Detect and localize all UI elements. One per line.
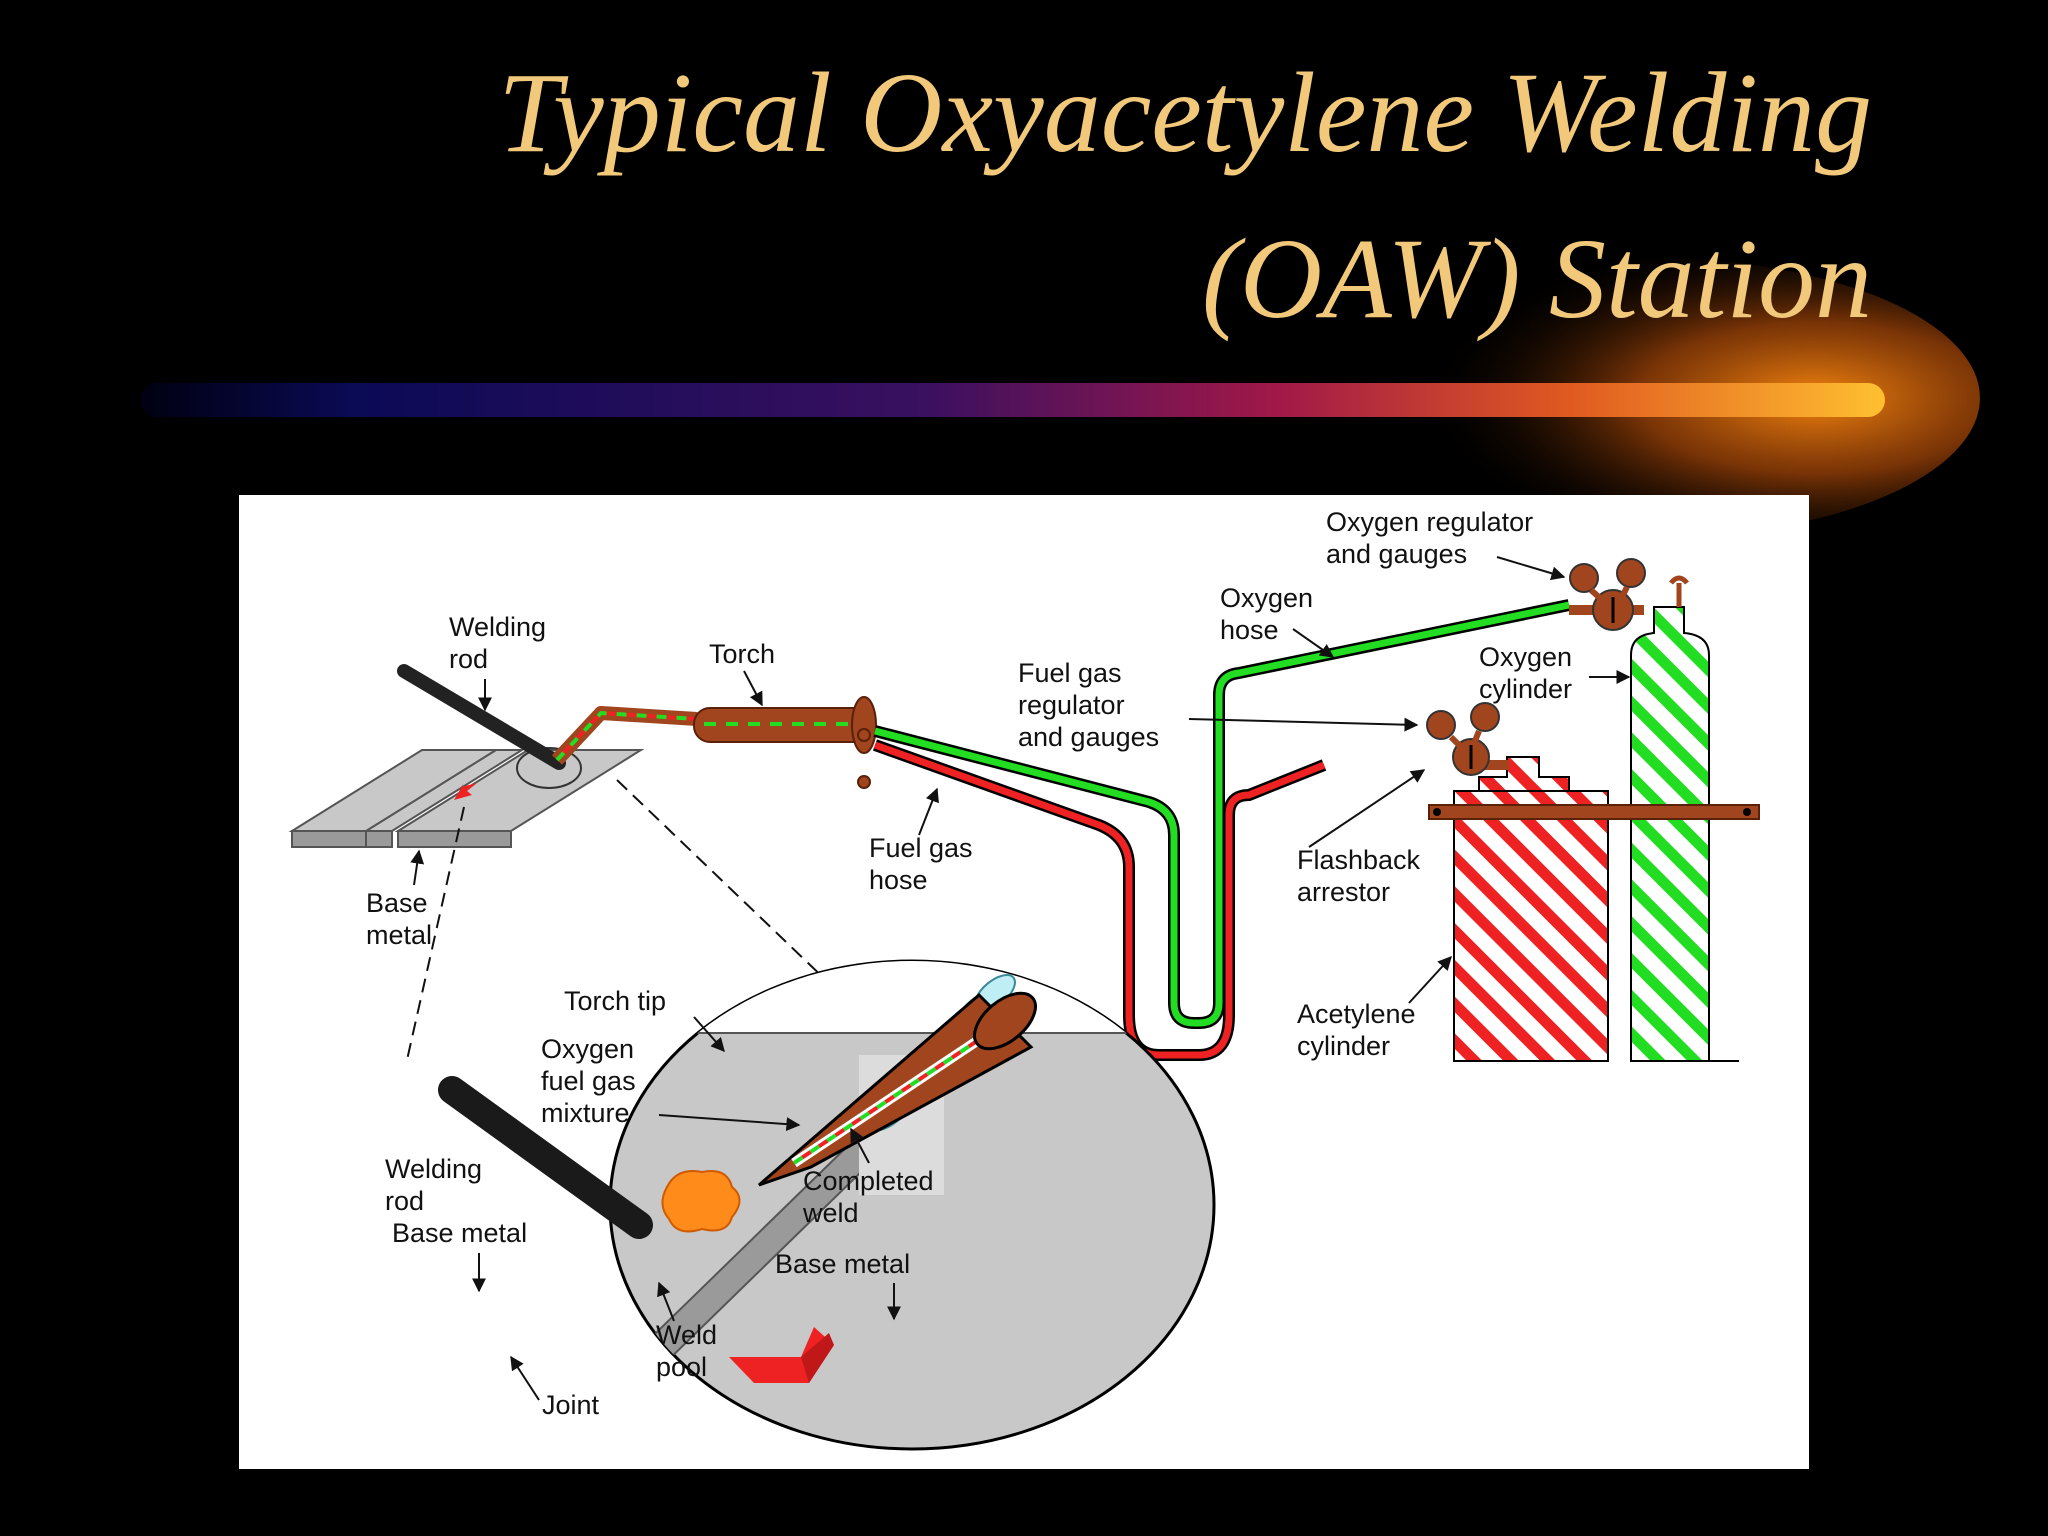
base-metal-plates [288, 749, 645, 848]
torch-tip [758, 991, 1037, 1187]
zoom-circle [516, 747, 582, 789]
oxygen-cylinder [1630, 606, 1739, 1062]
fuel-gas-regulator [1426, 702, 1509, 776]
weld-pool [661, 1170, 741, 1233]
inset-magnified-view [438, 959, 1216, 1451]
slide-title: Typical Oxyacetylene Welding (OAW) Stati… [72, 30, 1872, 362]
label-joint: Joint [542, 1390, 600, 1420]
cylinder-strap [1428, 804, 1760, 820]
label-torch-tip: Torch tip [564, 986, 666, 1016]
label-base-metal-left: Base metal [392, 1218, 527, 1248]
title-line-1: Typical Oxyacetylene Welding [498, 49, 1872, 176]
acetylene-cylinder [1453, 756, 1609, 1062]
direction-arrow-icon [454, 783, 477, 800]
title-line-2: (OAW) Station [1201, 215, 1872, 342]
welding-rod [397, 664, 566, 770]
oxygen-hose [873, 599, 1571, 1029]
label-torch: Torch [709, 639, 775, 669]
inset-welding-rod [438, 1076, 653, 1239]
oxygen-regulator [1569, 558, 1689, 631]
label-base-metal-right: Base metal [775, 1249, 910, 1279]
torch [693, 696, 877, 789]
fuel-gas-hose [872, 739, 1327, 1061]
gradient-bar [140, 383, 1885, 417]
